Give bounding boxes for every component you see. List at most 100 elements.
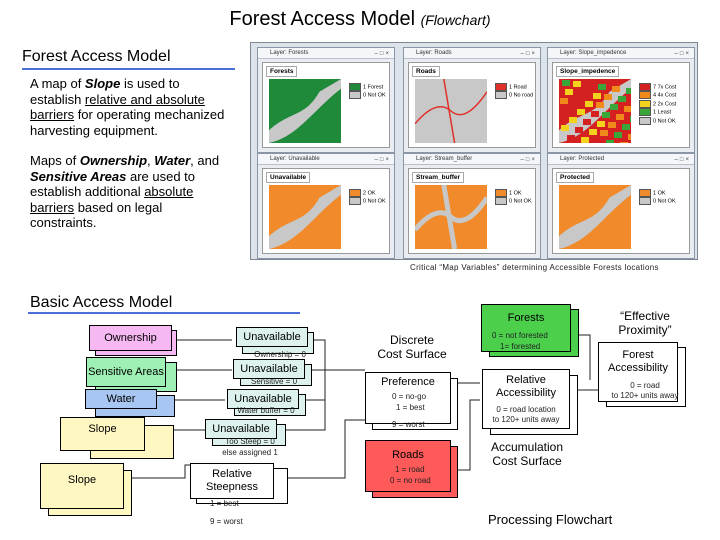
section1-heading: Forest Access Model	[22, 48, 171, 65]
legend-entry: 1 OK	[639, 189, 676, 197]
paragraph-run: Sensitive Areas	[30, 168, 127, 184]
map-image	[415, 79, 487, 143]
unavailable-water-label: Unavailable	[234, 392, 292, 405]
slope-second-label: Slope	[67, 474, 97, 486]
map-window: Layer: Slope_impedence –□× Slope_impedence…	[547, 47, 695, 153]
section1-paragraph-slope: A map of Slope is used to establish rela…	[30, 76, 230, 138]
map-layer-label: Protected	[556, 172, 594, 183]
paragraph-run: Slope	[84, 76, 121, 91]
steep-rule: Too Steep = 0 else assigned 1	[222, 437, 278, 457]
legend-text: 1 Road	[509, 84, 527, 91]
unavailable-steep: Unavailable	[205, 419, 277, 439]
forests-box: Forests	[481, 304, 571, 352]
paragraph-run: relative and absolute barriers	[30, 91, 205, 123]
paragraph-run: is used to establish	[30, 76, 180, 107]
legend-text: 7 7x Cost	[653, 84, 677, 91]
page-title: Forest Access Model (Flowchart)	[0, 8, 720, 31]
legend-swatch	[349, 83, 361, 91]
legend-text: 1 Forest	[363, 84, 384, 91]
window-titlebar: Layer: Roads–□×	[404, 48, 540, 59]
map-layer-label: Unavailable	[266, 172, 311, 183]
paragraph-run: for operating mechanized harvesting equi…	[30, 107, 225, 138]
legend-text: 0 Not OK	[653, 118, 676, 125]
legend-swatch	[495, 83, 507, 91]
ownership-label: Ownership	[104, 331, 157, 344]
window-titlebar: Layer: Unavailable –□×	[258, 154, 394, 165]
ownership-input: Ownership	[89, 325, 172, 351]
map-image	[269, 185, 341, 249]
legend-entry: 1 Forest	[349, 83, 386, 91]
forests-forested: 1= forested	[500, 342, 541, 351]
legend-text: 0 No road	[509, 92, 534, 99]
relative-steepness: Relative Steepness	[190, 463, 274, 499]
relative-steepness-label: Relative Steepness	[206, 468, 258, 493]
map-layer-label: Roads	[412, 66, 440, 77]
paragraph-run: Water	[154, 153, 191, 168]
paragraph-run: , and	[190, 153, 220, 168]
relative-accessibility-label: Relative Accessibility	[496, 374, 556, 399]
map-image	[559, 79, 631, 143]
paragraph-run: absolute barriers	[30, 184, 194, 215]
window-controls-icon[interactable]: –□×	[520, 51, 537, 57]
window-controls-icon[interactable]: –□×	[374, 51, 391, 57]
legend-entry: 0 Not OK	[639, 197, 676, 206]
legend-swatch	[639, 83, 651, 91]
window-title: Layer: Protected	[560, 156, 605, 162]
steepness-worst: 9 = worst	[210, 517, 243, 526]
forest-accessibility-box: Forest Accessibility	[598, 342, 678, 402]
slope-input: Slope	[60, 417, 145, 451]
legend-text: 1 OK	[509, 190, 522, 197]
window-title: Layer: Unavailable	[270, 156, 320, 162]
discrete-cost-surface: Discrete Cost Surface	[377, 333, 447, 361]
paragraph-run: based on legal constraints.	[30, 199, 163, 231]
page-title-main: Forest Access Model	[229, 8, 416, 30]
window-titlebar: Layer: Forests–□×	[258, 48, 394, 59]
map-layer-label: Stream_buffer	[412, 172, 465, 183]
legend-text: 2 OK	[363, 190, 376, 197]
window-title: Layer: Slope_impedence	[560, 50, 627, 56]
section2-heading: Basic Access Model	[30, 294, 173, 311]
unavailable-ownership-label: Unavailable	[243, 330, 301, 343]
paragraph-run: Ownership	[79, 153, 148, 168]
window-controls-icon[interactable]: –□×	[674, 51, 691, 57]
paragraph-run: are used to establish additional	[30, 168, 196, 200]
preference-box: Preference	[365, 372, 451, 424]
roads-box: Roads	[365, 440, 451, 492]
sensitive-rule: Sensitive = 0	[250, 377, 298, 386]
forest-accessibility-label: Forest Accessibility	[608, 349, 668, 374]
water-rule: Water buffer = 0	[237, 406, 295, 415]
legend-swatch	[639, 108, 651, 117]
effective-proximity: “Effective Proximity”	[618, 309, 672, 337]
legend-entry: 1 OK	[495, 189, 532, 197]
legend-text: 1 OK	[653, 190, 666, 197]
map-image	[269, 79, 341, 143]
map-image	[415, 185, 487, 249]
relative-accessibility-note: 0 = road location to 120+ units away	[492, 405, 560, 424]
window-titlebar: Layer: Stream_buffer–□×	[404, 154, 540, 165]
window-controls-icon[interactable]: –□×	[674, 157, 691, 163]
preference-label: Preference	[381, 376, 435, 388]
roads-noroad: 0 = no road	[390, 476, 431, 485]
water-input: Water	[85, 389, 157, 409]
preference-nogo: 0 = no-go	[392, 392, 427, 401]
legend-swatch	[349, 189, 361, 197]
window-controls-icon[interactable]: –□×	[520, 157, 537, 163]
unavailable-sensitive-label: Unavailable	[240, 362, 298, 375]
processing-flowchart-label: Processing Flowchart	[488, 512, 613, 527]
legend-swatch	[639, 197, 651, 206]
map-layer-label: Slope_impedence	[556, 66, 620, 77]
window-controls-icon[interactable]: –□×	[374, 157, 391, 163]
legend-text: 0 Not OK	[363, 198, 386, 205]
page-title-sub: (Flowchart)	[420, 12, 491, 28]
ownership-rule: Ownership = 0	[254, 350, 306, 359]
